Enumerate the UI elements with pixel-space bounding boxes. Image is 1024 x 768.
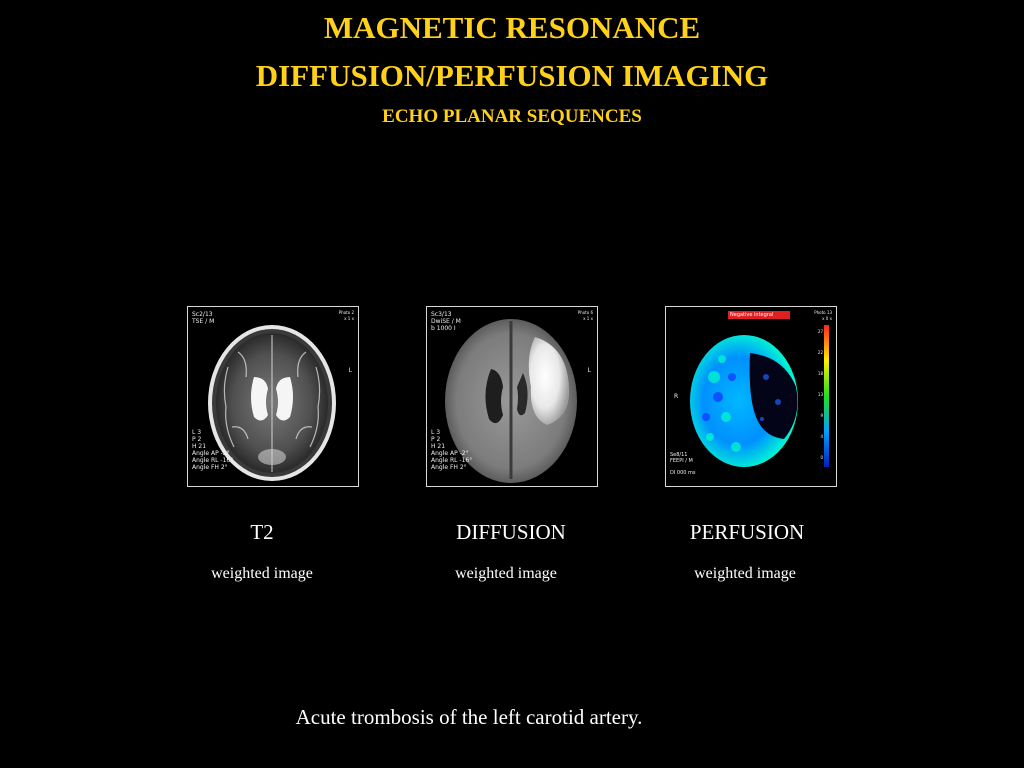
t2-mri-image: Sc2/13 TSE / M Photo 2 x 1 x L L 3 P 2 H… xyxy=(187,306,359,487)
t2-angle-rl: Angle RL -16° xyxy=(192,457,234,464)
perf-map-type-label: Negative integral xyxy=(730,312,774,318)
diff-angle-fh: Angle FH 2° xyxy=(431,464,467,471)
slide-title-line-2: DIFFUSION/PERFUSION IMAGING xyxy=(255,58,769,93)
perfusion-caption: PERFUSION xyxy=(689,520,805,544)
perfusion-brain-map xyxy=(690,311,829,467)
t2-angle-fh: Angle FH 2° xyxy=(192,464,228,471)
diff-series-label: Sc3/13 xyxy=(431,311,452,318)
perf-side-label: R xyxy=(674,393,679,400)
perf-scale-tick: 13 xyxy=(817,392,823,397)
t2-subcaption: weighted image xyxy=(211,565,313,582)
diffusion-caption: DIFFUSION xyxy=(456,520,566,544)
diff-side-label: L xyxy=(587,367,591,374)
diffusion-mri-image: Sc3/13 DwiSE / M b 1000 I Photo 6 x 1 x … xyxy=(426,306,598,487)
perf-scale-tick: 22 xyxy=(817,350,823,355)
slide-footer-note: Acute trombosis of the left carotid arte… xyxy=(295,705,643,729)
perf-scale-tick: 9 xyxy=(820,413,823,418)
t2-info-p: P 2 xyxy=(192,436,202,443)
diff-angle-ap: Angle AP -2° xyxy=(431,450,469,457)
t2-angle-ap: Angle AP -2° xyxy=(192,450,230,457)
slide-title-line-1: MAGNETIC RESONANCE xyxy=(323,10,701,45)
perf-zoom-label: x 0 x xyxy=(822,316,832,321)
t2-info-h: H 21 xyxy=(192,443,207,450)
diff-bvalue-label: b 1000 I xyxy=(431,325,456,332)
diffusion-brain-scan xyxy=(445,319,577,483)
diff-info-p: P 2 xyxy=(431,436,441,443)
slide-subtitle: ECHO PLANAR SEQUENCES xyxy=(382,106,642,127)
t2-sequence-label: TSE / M xyxy=(192,318,215,325)
diff-photo-label: Photo 6 xyxy=(577,310,593,315)
diff-sequence-label: DwiSE / M xyxy=(431,318,461,325)
diff-info-h: H 21 xyxy=(431,443,446,450)
t2-info-l: L 3 xyxy=(192,429,202,436)
t2-photo-label: Photo 2 xyxy=(338,310,354,315)
t2-brain-scan xyxy=(208,325,336,481)
perf-sequence-label: FEEPI / M xyxy=(670,458,693,464)
perf-scale-tick: 0 xyxy=(820,455,823,460)
perf-scale-tick: 27 xyxy=(817,329,823,334)
diffusion-subcaption: weighted image xyxy=(455,565,557,582)
t2-side-label: L xyxy=(348,367,352,374)
diff-zoom-label: x 1 x xyxy=(583,316,593,321)
perf-series-label: Se8/11 xyxy=(670,452,688,458)
perf-delay-label: DI 000 ms xyxy=(670,470,696,476)
perfusion-subcaption: weighted image xyxy=(694,565,796,582)
perfusion-mri-image: Negative integral Photo 13 x 0 x R 27 22… xyxy=(665,306,837,487)
t2-zoom-label: x 1 x xyxy=(344,316,354,321)
perf-scale-tick: 4 xyxy=(820,434,823,439)
t2-series-label: Sc2/13 xyxy=(192,311,213,318)
perf-scale-tick: 18 xyxy=(817,371,823,376)
t2-caption: T2 xyxy=(250,520,274,544)
diff-angle-rl: Angle RL -16° xyxy=(431,457,473,464)
perf-photo-label: Photo 13 xyxy=(814,310,832,315)
diff-info-l: L 3 xyxy=(431,429,441,436)
